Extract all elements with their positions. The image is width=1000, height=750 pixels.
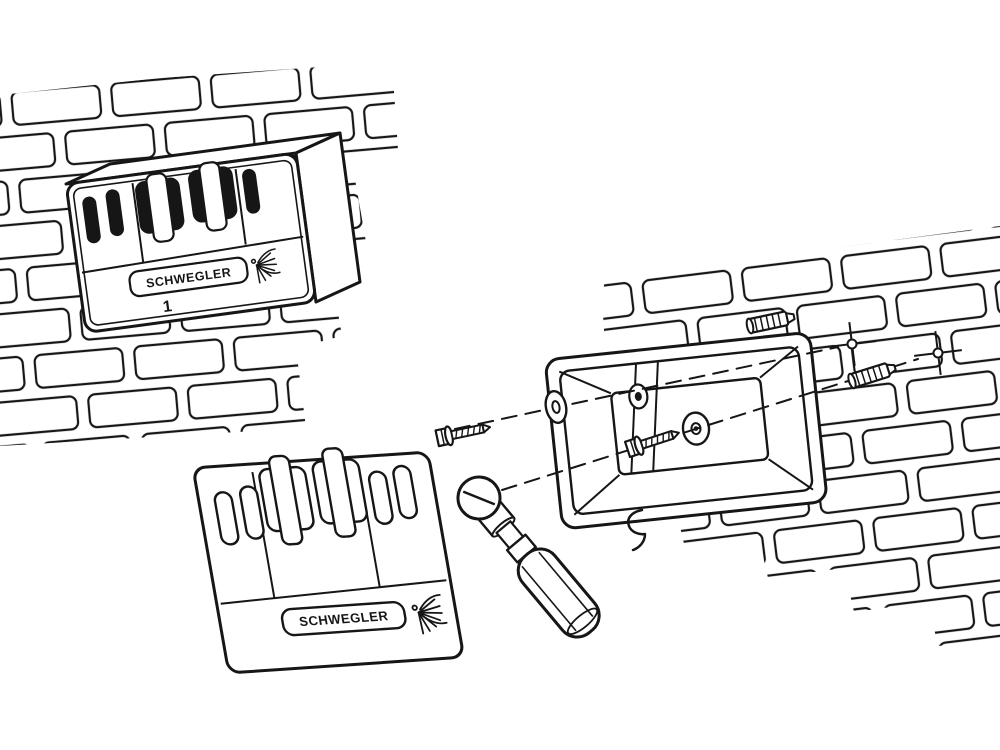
brand-badge xyxy=(280,600,407,637)
box-front-face: SCHWEGLER 1 xyxy=(65,152,317,333)
model-number: 1 xyxy=(162,298,173,316)
box-housing xyxy=(544,332,828,530)
screwdriver xyxy=(456,475,601,639)
front-panel: SCHWEGLER xyxy=(193,447,464,674)
entrance-slot xyxy=(105,189,124,237)
screwdriver-handle xyxy=(516,547,601,639)
landing-tab xyxy=(198,161,228,232)
brand-badge xyxy=(128,256,249,298)
washer xyxy=(544,390,568,424)
mounting-hook xyxy=(627,508,647,552)
landing-tab xyxy=(267,454,304,546)
entrance-slot xyxy=(242,168,261,214)
screw-head-disc xyxy=(456,475,502,521)
panel-slot xyxy=(238,485,265,540)
panel-slot xyxy=(392,464,419,520)
mounted-nest-box: SCHWEGLER 1 xyxy=(64,131,362,333)
brand-label-panel: SCHWEGLER xyxy=(298,608,390,629)
alignment-line-left xyxy=(454,346,839,430)
panel-slot xyxy=(213,491,240,546)
panel-slot xyxy=(367,470,394,525)
landing-tab xyxy=(321,447,357,538)
entrance-slot xyxy=(82,196,101,244)
landing-tab xyxy=(145,172,175,243)
